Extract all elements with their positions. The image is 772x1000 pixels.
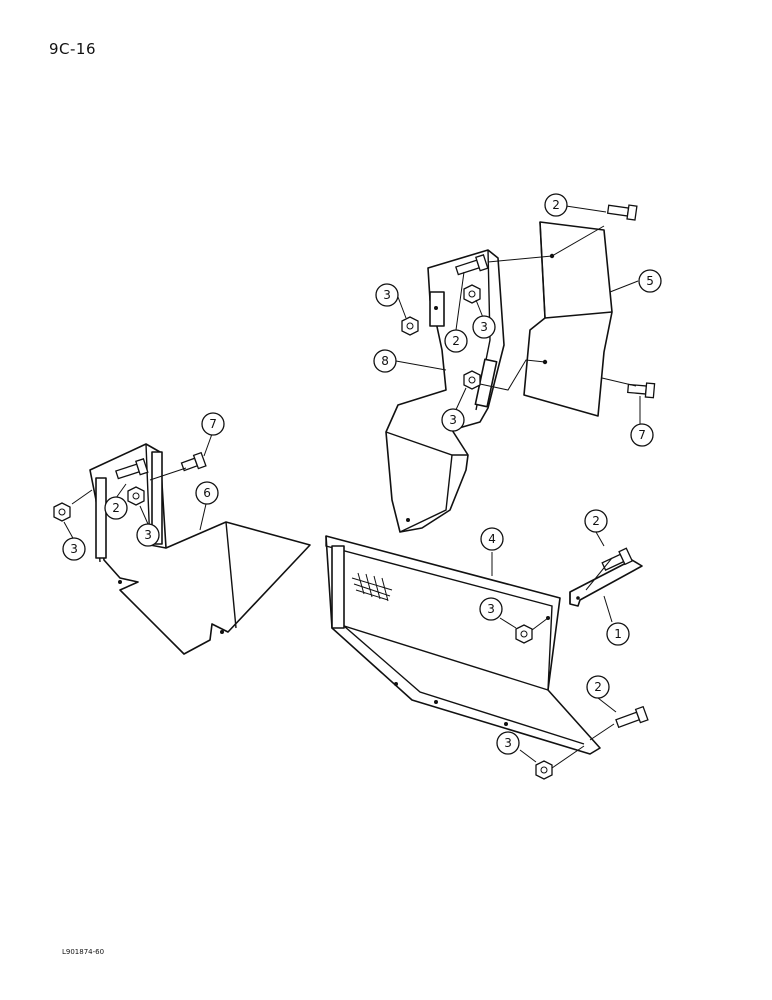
callout-3-left-inner: 3 <box>136 523 160 547</box>
nut-hardware <box>53 284 553 780</box>
callout-3-left-outer: 3 <box>62 537 86 561</box>
svg-text:3: 3 <box>487 602 495 616</box>
callout-3-mid-center: 3 <box>441 408 465 432</box>
callout-3-upper-left: 3 <box>375 283 399 307</box>
callout-7-left: 7 <box>201 412 225 436</box>
callout-2-upper-center: 2 <box>444 329 468 353</box>
svg-text:3: 3 <box>144 528 152 542</box>
part-5-shield <box>523 221 613 417</box>
mesh-screen <box>351 572 393 602</box>
svg-text:8: 8 <box>381 354 389 368</box>
svg-text:5: 5 <box>646 274 654 288</box>
callout-2-part1: 2 <box>584 509 608 533</box>
svg-text:7: 7 <box>638 428 646 442</box>
callout-5: 5 <box>638 269 662 293</box>
leader-lines <box>63 205 641 769</box>
callout-3-upper-center: 3 <box>472 315 496 339</box>
svg-text:2: 2 <box>552 198 560 212</box>
bolt-hardware <box>115 204 656 729</box>
svg-text:3: 3 <box>383 288 391 302</box>
callout-1: 1 <box>606 622 630 646</box>
callout-8: 8 <box>373 349 397 373</box>
callout-4: 4 <box>480 527 504 551</box>
callout-2-bottom-right: 2 <box>586 675 610 699</box>
svg-text:4: 4 <box>488 532 496 546</box>
figure-reference-code: L901874-60 <box>62 948 105 956</box>
callout-3-bottom: 3 <box>496 731 520 755</box>
page-number: 9C-16 <box>49 40 97 58</box>
svg-text:3: 3 <box>504 736 512 750</box>
callout-7-right: 7 <box>630 423 654 447</box>
svg-text:2: 2 <box>592 514 600 528</box>
svg-text:2: 2 <box>594 680 602 694</box>
svg-text:3: 3 <box>449 413 457 427</box>
callout-3-lower-center: 3 <box>479 597 503 621</box>
part-4-shield <box>325 535 601 755</box>
callout-2-top-right: 2 <box>544 193 568 217</box>
svg-text:3: 3 <box>480 320 488 334</box>
part-6-shield <box>89 443 311 655</box>
svg-text:2: 2 <box>452 334 460 348</box>
svg-text:6: 6 <box>203 486 211 500</box>
part-8-bracket <box>385 249 505 533</box>
svg-text:7: 7 <box>209 417 217 431</box>
svg-text:2: 2 <box>112 501 120 515</box>
svg-text:3: 3 <box>70 542 78 556</box>
callout-6: 6 <box>195 481 219 505</box>
svg-text:1: 1 <box>614 627 622 641</box>
callout-2-left: 2 <box>104 496 128 520</box>
